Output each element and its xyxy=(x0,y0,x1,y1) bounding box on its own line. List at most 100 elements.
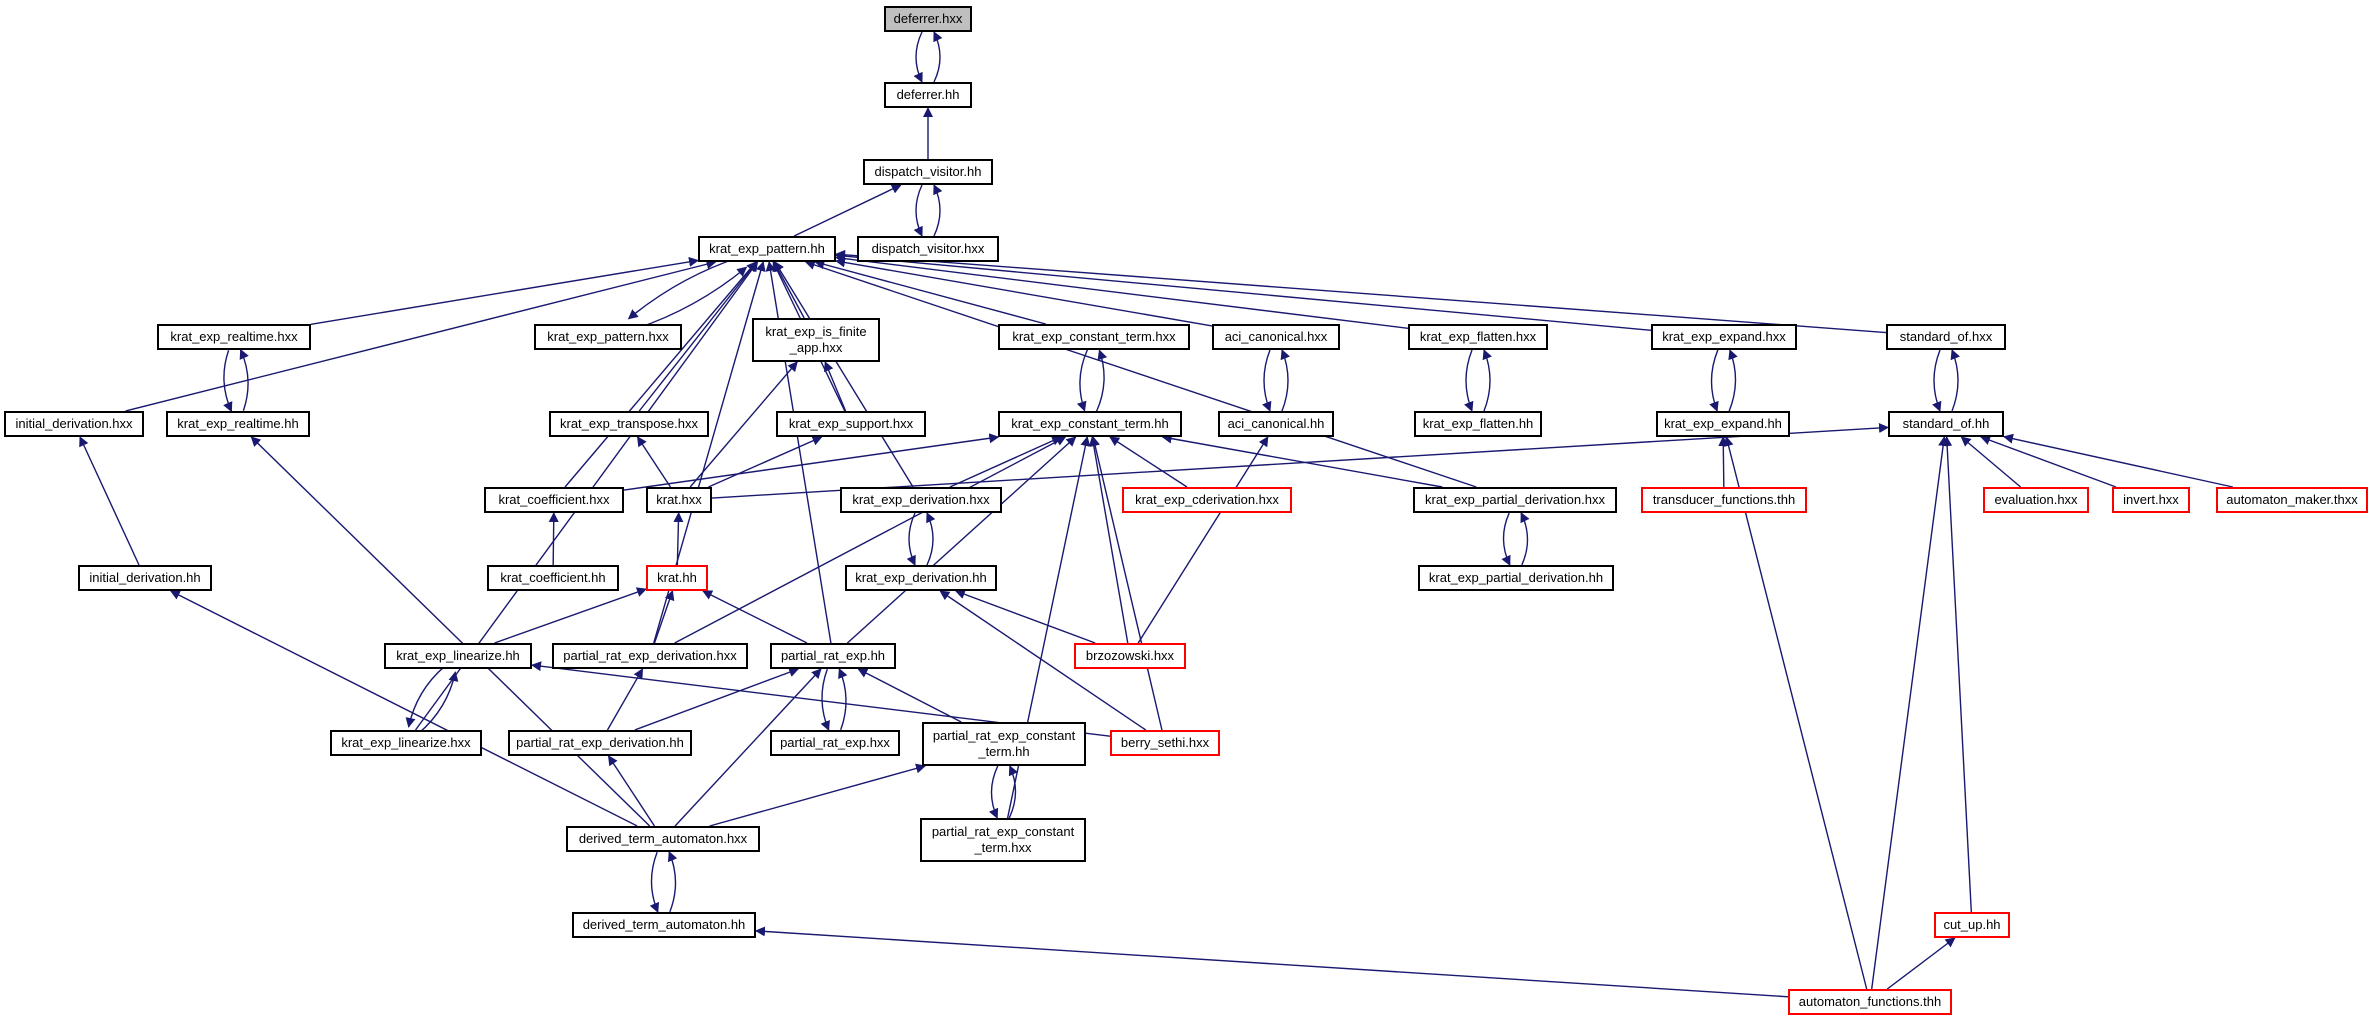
node-krat-exp-constant-term-hh[interactable]: krat_exp_constant_term.hh xyxy=(998,411,1182,437)
edge-derived-term-automaton-hxx-to-krat-exp-realtime-hh xyxy=(250,436,651,827)
edge-krat-exp-realtime-hh-to-krat-exp-realtime-hxx xyxy=(239,348,249,411)
edge-krat-hxx-to-krat-exp-transpose-hxx xyxy=(636,436,672,488)
edge-brzozowski-hxx-to-krat-exp-constant-term-hh xyxy=(1088,436,1129,644)
edge-aci-canonical-hh-to-aci-canonical-hxx xyxy=(1280,349,1290,412)
edge-berry-sethi-hxx-to-krat-exp-derivation-hh xyxy=(939,590,1147,731)
node-krat-coefficient-hh[interactable]: krat_coefficient.hh xyxy=(487,565,619,591)
edge-krat-exp-constant-term-hxx-to-krat-exp-pattern-hh xyxy=(814,259,1046,325)
edge-derived-term-automaton-hxx-to-derived-term-automaton-hh xyxy=(649,851,660,913)
edge-automaton-functions-thh-to-krat-exp-expand-hh xyxy=(1723,436,1868,990)
node-krat-exp-constant-term-hxx[interactable]: krat_exp_constant_term.hxx xyxy=(998,324,1190,350)
node-partial-rat-exp-hxx[interactable]: partial_rat_exp.hxx xyxy=(770,730,900,756)
edge-automaton-functions-thh-to-standard-of-hh xyxy=(1871,436,1949,990)
edge-krat-exp-partial-derivation-hh-to-krat-exp-partial-derivation-hxx xyxy=(1520,512,1530,566)
node-krat-hh[interactable]: krat.hh xyxy=(646,565,708,591)
node-krat-exp-derivation-hh[interactable]: krat_exp_derivation.hh xyxy=(845,565,997,591)
edge-krat-exp-transpose-hxx-to-krat-exp-pattern-hh xyxy=(638,261,758,412)
edge-krat-exp-derivation-hxx-to-krat-exp-derivation-hh xyxy=(906,512,916,566)
node-automaton-maker-thxx[interactable]: automaton_maker.thxx xyxy=(2216,487,2368,513)
edge-layer xyxy=(79,31,2233,998)
edge-cut-up-hh-to-standard-of-hh xyxy=(1942,436,1973,913)
edge-derived-term-automaton-hxx-to-partial-rat-exp-hh xyxy=(674,668,822,827)
node-transducer-functions-thh[interactable]: transducer_functions.thh xyxy=(1641,487,1807,513)
edge-standard-of-hxx-to-standard-of-hh xyxy=(1932,349,1942,412)
edge-krat-hh-to-krat-hxx xyxy=(673,512,684,566)
node-partial-rat-exp-derivation-hxx[interactable]: partial_rat_exp_derivation.hxx xyxy=(552,643,748,669)
edge-automaton-functions-thh-to-cut-up-hh xyxy=(1886,937,1956,990)
edge-transducer-functions-thh-to-krat-exp-expand-hh xyxy=(1718,436,1729,488)
edge-derived-term-automaton-hxx-to-partial-rat-exp-derivation-hh xyxy=(607,755,656,827)
node-berry-sethi-hxx[interactable]: berry_sethi.hxx xyxy=(1110,730,1220,756)
edge-krat-exp-expand-hxx-to-krat-exp-expand-hh xyxy=(1709,349,1719,412)
node-cut-up-hh[interactable]: cut_up.hh xyxy=(1934,912,2010,938)
node-initial-derivation-hh[interactable]: initial_derivation.hh xyxy=(78,565,212,591)
node-deferrer-hh[interactable]: deferrer.hh xyxy=(884,82,972,108)
edge-krat-exp-flatten-hxx-to-krat-exp-flatten-hh xyxy=(1464,349,1474,412)
node-automaton-functions-thh[interactable]: automaton_functions.thh xyxy=(1788,989,1952,1015)
edge-partial-rat-exp-derivation-hh-to-partial-rat-exp-hh xyxy=(634,667,800,731)
node-brzozowski-hxx[interactable]: brzozowski.hxx xyxy=(1074,643,1186,669)
node-standard-of-hh[interactable]: standard_of.hh xyxy=(1888,411,2004,437)
node-initial-derivation-hxx[interactable]: initial_derivation.hxx xyxy=(4,411,144,437)
node-krat-exp-cderivation-hxx[interactable]: krat_exp_cderivation.hxx xyxy=(1122,487,1292,513)
node-krat-coefficient-hxx[interactable]: krat_coefficient.hxx xyxy=(484,487,624,513)
node-krat-exp-flatten-hxx[interactable]: krat_exp_flatten.hxx xyxy=(1408,324,1548,350)
edge-deferrer-hxx-to-deferrer-hh xyxy=(913,31,923,83)
node-deferrer-hxx[interactable]: deferrer.hxx xyxy=(884,6,972,32)
edge-automaton-maker-thxx-to-standard-of-hh xyxy=(2003,433,2233,488)
edge-krat-exp-constant-term-hxx-to-krat-exp-constant-term-hh xyxy=(1076,349,1089,412)
node-krat-exp-transpose-hxx[interactable]: krat_exp_transpose.hxx xyxy=(549,411,709,437)
edge-standard-of-hh-to-standard-of-hxx xyxy=(1950,349,1960,412)
node-krat-exp-pattern-hxx[interactable]: krat_exp_pattern.hxx xyxy=(534,324,682,350)
node-krat-exp-realtime-hxx[interactable]: krat_exp_realtime.hxx xyxy=(157,324,311,350)
node-invert-hxx[interactable]: invert.hxx xyxy=(2112,487,2190,513)
node-evaluation-hxx[interactable]: evaluation.hxx xyxy=(1983,487,2089,513)
node-krat-hxx[interactable]: krat.hxx xyxy=(646,487,712,513)
node-krat-exp-linearize-hxx[interactable]: krat_exp_linearize.hxx xyxy=(330,730,482,756)
edge-invert-hxx-to-standard-of-hh xyxy=(1980,435,2117,488)
node-krat-exp-partial-derivation-hh[interactable]: krat_exp_partial_derivation.hh xyxy=(1418,565,1614,591)
edge-krat-exp-derivation-hh-to-krat-exp-derivation-hxx xyxy=(926,512,936,566)
node-krat-exp-expand-hh[interactable]: krat_exp_expand.hh xyxy=(1656,411,1790,437)
node-krat-exp-partial-derivation-hxx[interactable]: krat_exp_partial_derivation.hxx xyxy=(1413,487,1617,513)
edge-krat-exp-derivation-hxx-to-krat-exp-constant-term-hh xyxy=(949,436,1063,488)
node-krat-exp-support-hxx[interactable]: krat_exp_support.hxx xyxy=(776,411,926,437)
node-partial-rat-exp-constant-term-hxx[interactable]: partial_rat_exp_constant _term.hxx xyxy=(920,818,1086,862)
node-aci-canonical-hxx[interactable]: aci_canonical.hxx xyxy=(1212,324,1340,350)
node-krat-exp-is-finite-app-hxx[interactable]: krat_exp_is_finite _app.hxx xyxy=(752,318,880,362)
edge-initial-derivation-hh-to-initial-derivation-hxx xyxy=(79,436,140,566)
edge-dispatch-visitor-hh-to-dispatch-visitor-hxx xyxy=(913,184,923,237)
edge-krat-coefficient-hxx-to-krat-exp-pattern-hh xyxy=(564,261,757,488)
node-standard-of-hxx[interactable]: standard_of.hxx xyxy=(1886,324,2006,350)
edge-krat-coefficient-hh-to-krat-coefficient-hxx xyxy=(548,512,559,566)
node-krat-exp-linearize-hh[interactable]: krat_exp_linearize.hh xyxy=(384,643,532,669)
node-derived-term-automaton-hxx[interactable]: derived_term_automaton.hxx xyxy=(566,826,760,852)
edge-partial-rat-exp-constant-term-hxx-to-partial-rat-exp-constant-term-hh xyxy=(1008,765,1019,819)
edge-partial-rat-exp-hxx-to-partial-rat-exp-hh xyxy=(838,667,848,731)
edge-krat-hxx-to-krat-exp-is-finite-app-hxx xyxy=(689,361,798,488)
node-partial-rat-exp-constant-term-hh[interactable]: partial_rat_exp_constant _term.hh xyxy=(922,722,1086,766)
node-krat-exp-flatten-hh[interactable]: krat_exp_flatten.hh xyxy=(1414,411,1542,437)
node-aci-canonical-hh[interactable]: aci_canonical.hh xyxy=(1218,411,1334,437)
node-krat-exp-derivation-hxx[interactable]: krat_exp_derivation.hxx xyxy=(840,487,1002,513)
edge-partial-rat-exp-derivation-hh-to-partial-rat-exp-derivation-hxx xyxy=(606,668,644,731)
node-partial-rat-exp-derivation-hh[interactable]: partial_rat_exp_derivation.hh xyxy=(508,730,692,756)
edge-krat-exp-derivation-hxx-to-krat-exp-pattern-hh xyxy=(774,261,914,488)
edge-automaton-functions-thh-to-derived-term-automaton-hh xyxy=(755,926,1789,998)
node-krat-exp-expand-hxx[interactable]: krat_exp_expand.hxx xyxy=(1651,324,1797,350)
node-krat-exp-realtime-hh[interactable]: krat_exp_realtime.hh xyxy=(166,411,310,437)
edge-partial-rat-exp-derivation-hxx-to-krat-exp-constant-term-hh xyxy=(674,436,1067,644)
edge-dispatch-visitor-hxx-to-dispatch-visitor-hh xyxy=(933,184,943,237)
node-dispatch-visitor-hxx[interactable]: dispatch_visitor.hxx xyxy=(857,236,999,262)
edge-krat-exp-constant-term-hh-to-krat-exp-constant-term-hxx xyxy=(1095,349,1108,412)
node-krat-exp-pattern-hh[interactable]: krat_exp_pattern.hh xyxy=(698,236,836,262)
node-dispatch-visitor-hh[interactable]: dispatch_visitor.hh xyxy=(863,159,993,185)
edge-partial-rat-exp-constant-term-hh-to-partial-rat-exp-hh xyxy=(857,668,962,723)
edge-krat-exp-realtime-hxx-to-krat-exp-pattern-hh xyxy=(310,256,699,325)
node-partial-rat-exp-hh[interactable]: partial_rat_exp.hh xyxy=(770,643,896,669)
edge-krat-exp-pattern-hh-to-dispatch-visitor-hh xyxy=(793,184,902,237)
node-derived-term-automaton-hh[interactable]: derived_term_automaton.hh xyxy=(572,912,756,938)
edge-krat-exp-partial-derivation-hxx-to-krat-exp-partial-derivation-hh xyxy=(1501,512,1511,566)
edge-partial-rat-exp-hh-to-krat-hh xyxy=(702,590,808,644)
